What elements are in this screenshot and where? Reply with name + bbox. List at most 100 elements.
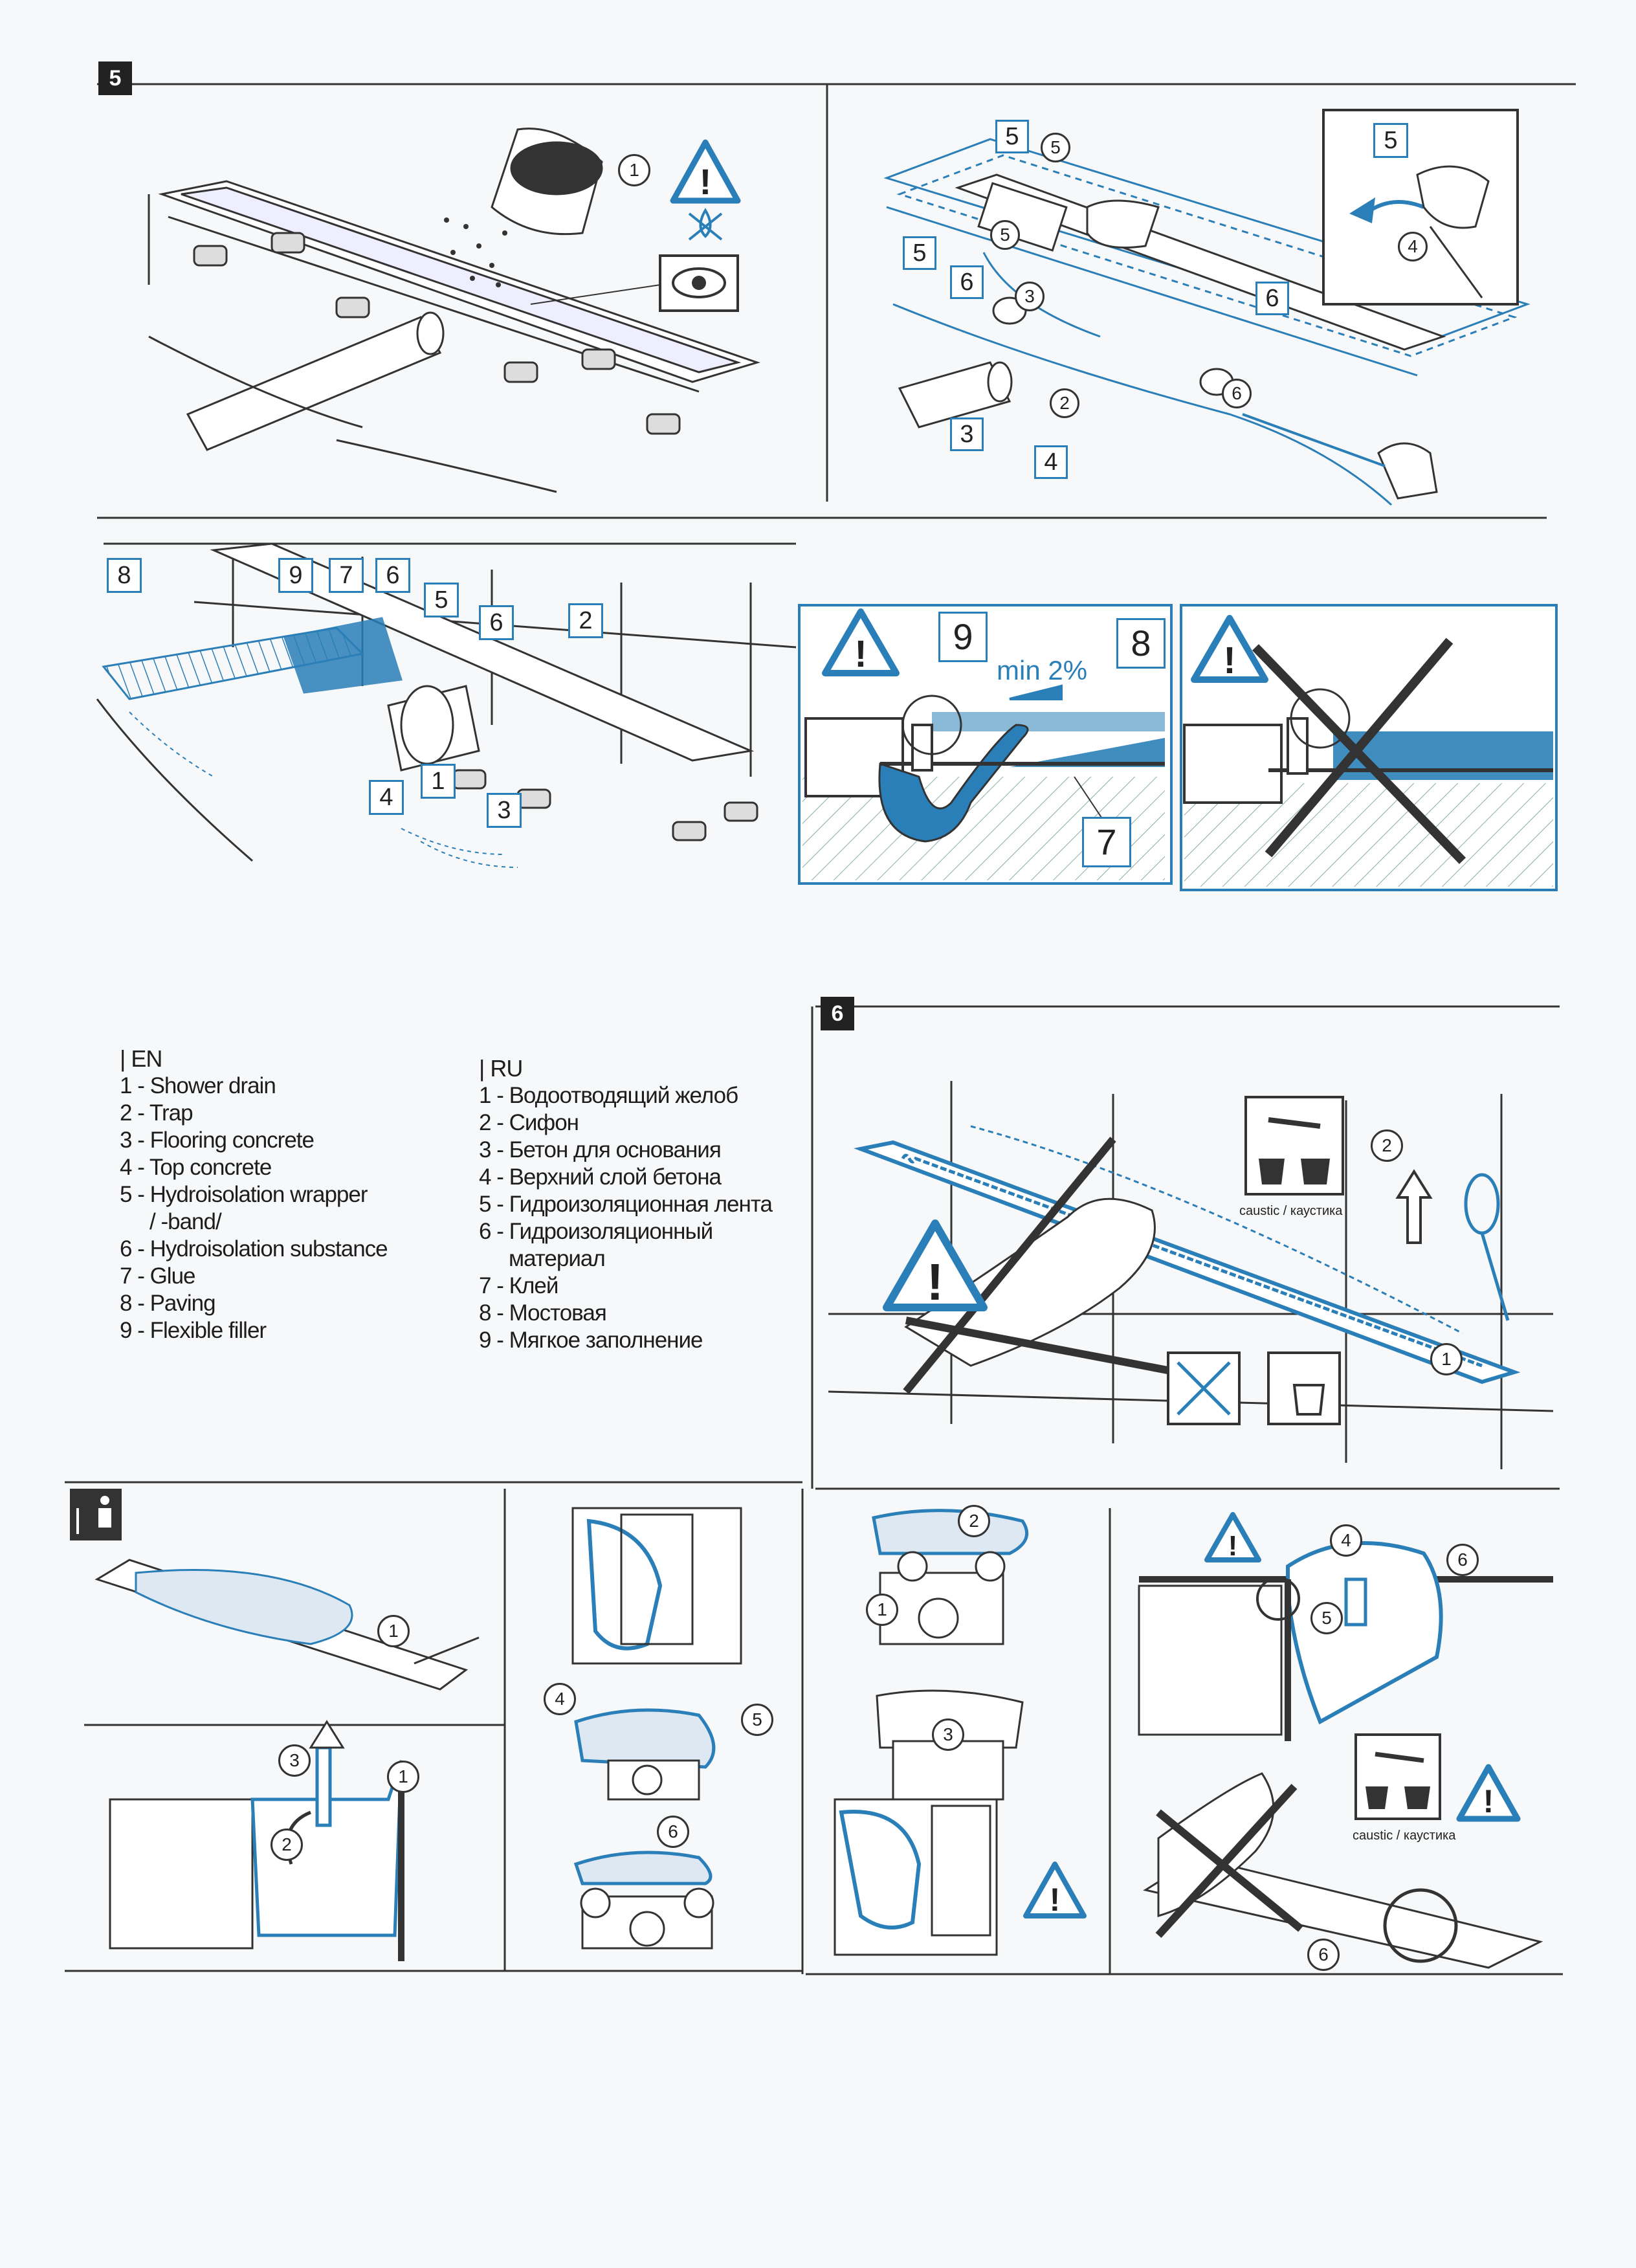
legend-en-item: 2 - Trap	[120, 1100, 193, 1126]
callout-circle: 6	[1307, 1939, 1340, 1971]
callout-box: 4	[369, 780, 404, 815]
blue-dashes	[129, 711, 518, 868]
callout-circle: 1	[377, 1615, 410, 1647]
svg-text:!: !	[700, 161, 712, 202]
callout-box: 1	[421, 764, 456, 799]
callout-circle: 4	[1330, 1524, 1362, 1557]
callout-circle: 2	[1371, 1129, 1403, 1162]
caustic-icon-p6	[1244, 1096, 1344, 1195]
section-badge-5: 5	[98, 61, 132, 95]
callout-circle: 3	[278, 1744, 311, 1777]
legend-en-item: 8 - Paving	[120, 1291, 216, 1316]
panel-2-drain	[898, 173, 1446, 500]
detail-wrong	[1180, 604, 1558, 891]
svg-text:!: !	[854, 633, 867, 675]
callout-box: 5	[995, 120, 1029, 153]
bottom-panel-2	[571, 1507, 742, 1950]
callout-box: 8	[1116, 618, 1166, 669]
warning-icon-p6: !	[883, 1219, 988, 1311]
legend-ru-item: 8 - Мостовая	[479, 1300, 607, 1326]
panel-drain-bucket	[148, 128, 760, 493]
zoom-inset-box	[1322, 109, 1519, 306]
callout-box: 6	[1255, 282, 1289, 315]
callout-circle: 3	[932, 1718, 964, 1751]
legend-ru-item: 6 - Гидроизоляционный	[479, 1219, 713, 1244]
bottom-frames	[65, 1481, 1563, 1975]
bucket-icon	[1267, 1351, 1341, 1425]
callout-box: 5	[903, 236, 936, 270]
panel-tiling	[96, 542, 797, 862]
callout-circle: 2	[271, 1829, 303, 1861]
warning-icon-b4b: !	[1456, 1764, 1521, 1822]
callout-box: 7	[329, 558, 364, 593]
callout-box: 8	[107, 558, 142, 593]
legend-ru-header: | RU	[479, 1055, 523, 1082]
legend-en-item: 4 - Top concrete	[120, 1155, 272, 1180]
legend-en-item: / -band/	[149, 1209, 222, 1234]
callout-box: 2	[568, 603, 603, 638]
legend-ru-item: 5 - Гидроизоляционная лента	[479, 1192, 773, 1217]
warning-icon-b4a: !	[1204, 1512, 1261, 1562]
no-rinse-icon	[1167, 1351, 1241, 1425]
legend-en-item: 7 - Glue	[120, 1263, 195, 1289]
legend-ru-item: 3 - Бетон для основания	[479, 1137, 722, 1162]
callout-box: 9	[278, 558, 313, 593]
legend-en: | EN 1 - Shower drain 2 - Trap 3 - Floor…	[120, 1045, 388, 1344]
callout-circle: 2	[958, 1505, 990, 1537]
callout-circle: 6	[1446, 1544, 1479, 1576]
legend-en-item: 9 - Flexible filler	[120, 1318, 267, 1343]
callout-box: 3	[950, 417, 984, 451]
callout-box: 6	[375, 558, 410, 593]
slope-label: min 2%	[997, 655, 1088, 685]
up-arrow-icon	[1395, 1169, 1433, 1244]
callout-box: 6	[950, 265, 984, 299]
section-badge-6: 6	[821, 997, 854, 1030]
legend-en-header: | EN	[120, 1045, 162, 1072]
legend-ru-item: 2 - Сифон	[479, 1110, 579, 1135]
legend-en-item: 3 - Flooring concrete	[120, 1128, 315, 1153]
callout-circle: 2	[1050, 388, 1079, 418]
callout-circle: 4	[544, 1683, 576, 1715]
callout-box: 5	[1373, 123, 1408, 158]
callout-box: 4	[1034, 445, 1068, 479]
caustic-caption: caustic / каустика	[1353, 1829, 1456, 1843]
legend-en-item: 1 - Shower drain	[120, 1073, 276, 1098]
callout-circle: 6	[1222, 379, 1252, 408]
svg-text:!: !	[1223, 639, 1235, 682]
callout-box: 6	[479, 605, 514, 640]
callout-circle: 4	[1398, 232, 1428, 261]
legend-ru-item: 4 - Верхний слой бетона	[479, 1164, 722, 1190]
bottom-panel-3	[834, 1509, 1029, 1956]
warning-icon-b3: !	[1023, 1862, 1087, 1918]
legend-en-item: 6 - Hydroisolation substance	[120, 1236, 388, 1262]
warning-icon-detail1: !	[822, 608, 900, 676]
legend-ru-item: материал	[509, 1246, 606, 1271]
section-5-frame	[97, 83, 1576, 519]
callout-box: 7	[1082, 817, 1131, 867]
legend-ru-item: 7 - Клей	[479, 1273, 558, 1298]
callout-circle: 6	[657, 1816, 689, 1848]
svg-text:!: !	[927, 1253, 944, 1311]
callout-circle: 1	[387, 1761, 419, 1793]
svg-text:!: !	[1228, 1530, 1238, 1562]
warning-icon-detail2: !	[1191, 615, 1268, 683]
panel-3-feet	[452, 769, 758, 841]
callout-circle: 5	[1041, 133, 1070, 162]
callout-box: 9	[938, 612, 988, 662]
legend-ru: | RU 1 - Водоотводящий желоб 2 - Сифон 3…	[479, 1055, 773, 1354]
svg-text:!: !	[1050, 1882, 1061, 1918]
caustic-icon-b4	[1354, 1733, 1441, 1820]
water-drops	[444, 217, 507, 287]
section-6-frame	[811, 1005, 1560, 1490]
legend-ru-item: 9 - Мягкое заполнение	[479, 1328, 703, 1353]
svg-text:!: !	[1483, 1783, 1494, 1819]
person-icon	[70, 1489, 122, 1540]
eye-icon	[659, 254, 739, 312]
callout-circle: 1	[1430, 1343, 1463, 1375]
caustic-caption: caustic / каустика	[1239, 1204, 1343, 1218]
legend-ru-item: 1 - Водоотводящий желоб	[479, 1083, 738, 1108]
bottom-panel-1	[94, 1559, 480, 1961]
callout-circle: 5	[990, 220, 1020, 250]
callout-box: 5	[424, 583, 459, 617]
